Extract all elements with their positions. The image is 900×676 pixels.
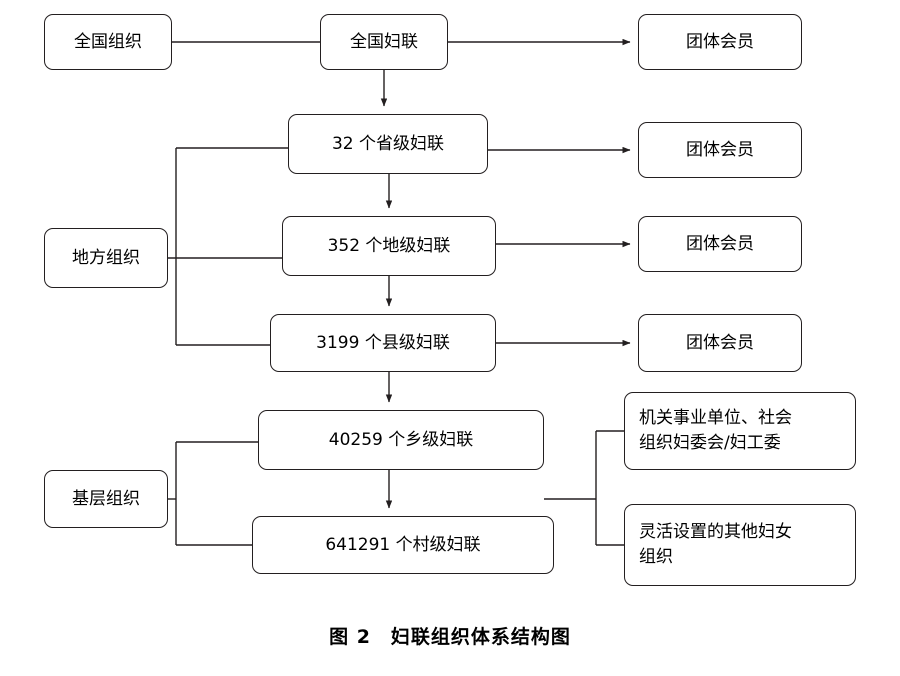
node-national-women-federation[interactable]: 全国妇联 (320, 14, 448, 70)
node-provincial-women-federation[interactable]: 32 个省级妇联 (288, 114, 488, 174)
node-member-group-4[interactable]: 团体会员 (638, 314, 802, 372)
node-township-women-federation[interactable]: 40259 个乡级妇联 (258, 410, 544, 470)
node-flexible-women-org[interactable]: 灵活设置的其他妇女 组织 (624, 504, 856, 586)
node-prefecture-women-federation[interactable]: 352 个地级妇联 (282, 216, 496, 276)
node-village-women-federation[interactable]: 641291 个村级妇联 (252, 516, 554, 574)
node-institution-women-committee[interactable]: 机关事业单位、社会 组织妇委会/妇工委 (624, 392, 856, 470)
node-grassroots-org[interactable]: 基层组织 (44, 470, 168, 528)
node-county-women-federation[interactable]: 3199 个县级妇联 (270, 314, 496, 372)
node-national-org[interactable]: 全国组织 (44, 14, 172, 70)
figure-caption: 图 2 妇联组织体系结构图 (329, 626, 571, 648)
node-member-group-3[interactable]: 团体会员 (638, 216, 802, 272)
node-member-group-1[interactable]: 团体会员 (638, 14, 802, 70)
node-local-org[interactable]: 地方组织 (44, 228, 168, 288)
node-member-group-2[interactable]: 团体会员 (638, 122, 802, 178)
